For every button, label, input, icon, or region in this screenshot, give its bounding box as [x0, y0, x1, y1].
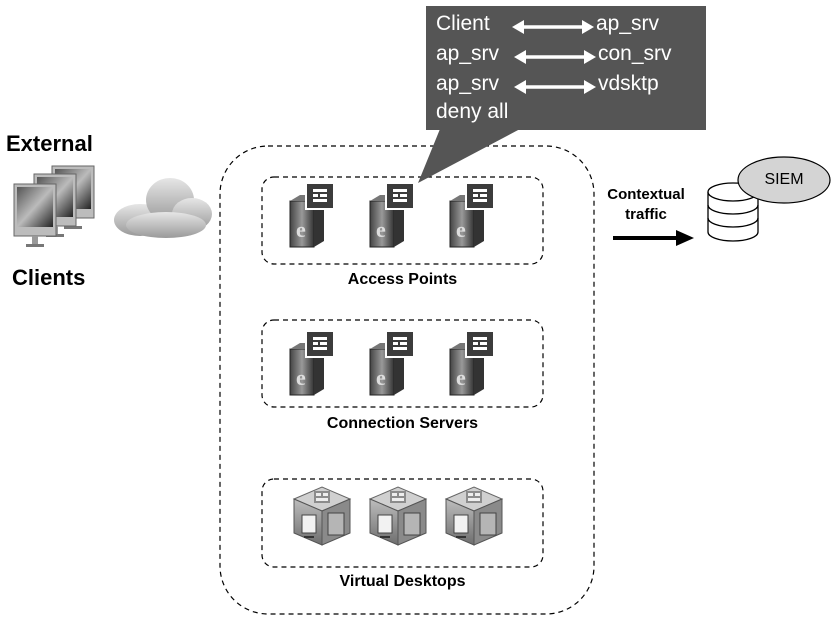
- virtual-desktop-icon: [293, 486, 351, 546]
- cloud-icon: [114, 178, 212, 238]
- rule-destination: ap_srv: [596, 12, 660, 35]
- virtual-desktop-icon: [369, 486, 427, 546]
- rule-source: ap_srv: [436, 72, 500, 95]
- siem-label: SIEM: [764, 171, 804, 188]
- virtual-desktops-label: Virtual Desktops: [339, 573, 466, 590]
- rule-source: Client: [436, 12, 490, 35]
- bidirectional-arrow-icon: [514, 50, 596, 64]
- rule-destination: con_srv: [598, 42, 672, 65]
- access-point-server-icon: [370, 183, 414, 247]
- firewall-rules-callout: Client ap_srv ap_srv con_srv ap_srv vdsk…: [426, 6, 706, 130]
- virtual-desktop-icon: [445, 486, 503, 546]
- contextual-traffic-arrow-icon: [613, 230, 694, 246]
- rule-deny-all: deny all: [436, 100, 509, 123]
- outer-zone-boundary: [219, 145, 595, 615]
- external-label: External: [6, 131, 93, 156]
- callout-pointer: [418, 129, 520, 183]
- siem-ellipse: [737, 156, 831, 204]
- connection-server-icon: [450, 331, 494, 395]
- connection-servers-group: [261, 319, 544, 408]
- contextual-label: Contextual: [607, 186, 685, 203]
- access-points-group: [261, 176, 544, 265]
- connection-server-icon: [370, 331, 414, 395]
- client-monitor-icon: [13, 165, 95, 248]
- rule-destination: vdsktp: [598, 72, 659, 95]
- access-point-server-icon: [290, 183, 334, 247]
- rule-source: ap_srv: [436, 42, 500, 65]
- access-points-label: Access Points: [347, 271, 458, 288]
- connection-servers-label: Connection Servers: [326, 415, 479, 432]
- access-point-server-icon: [450, 183, 494, 247]
- bidirectional-arrow-icon: [514, 80, 596, 94]
- traffic-label: traffic: [625, 206, 667, 223]
- clients-label: Clients: [12, 265, 86, 290]
- connection-server-icon: [290, 331, 334, 395]
- virtual-desktops-group: [261, 478, 544, 568]
- bidirectional-arrow-icon: [512, 20, 594, 34]
